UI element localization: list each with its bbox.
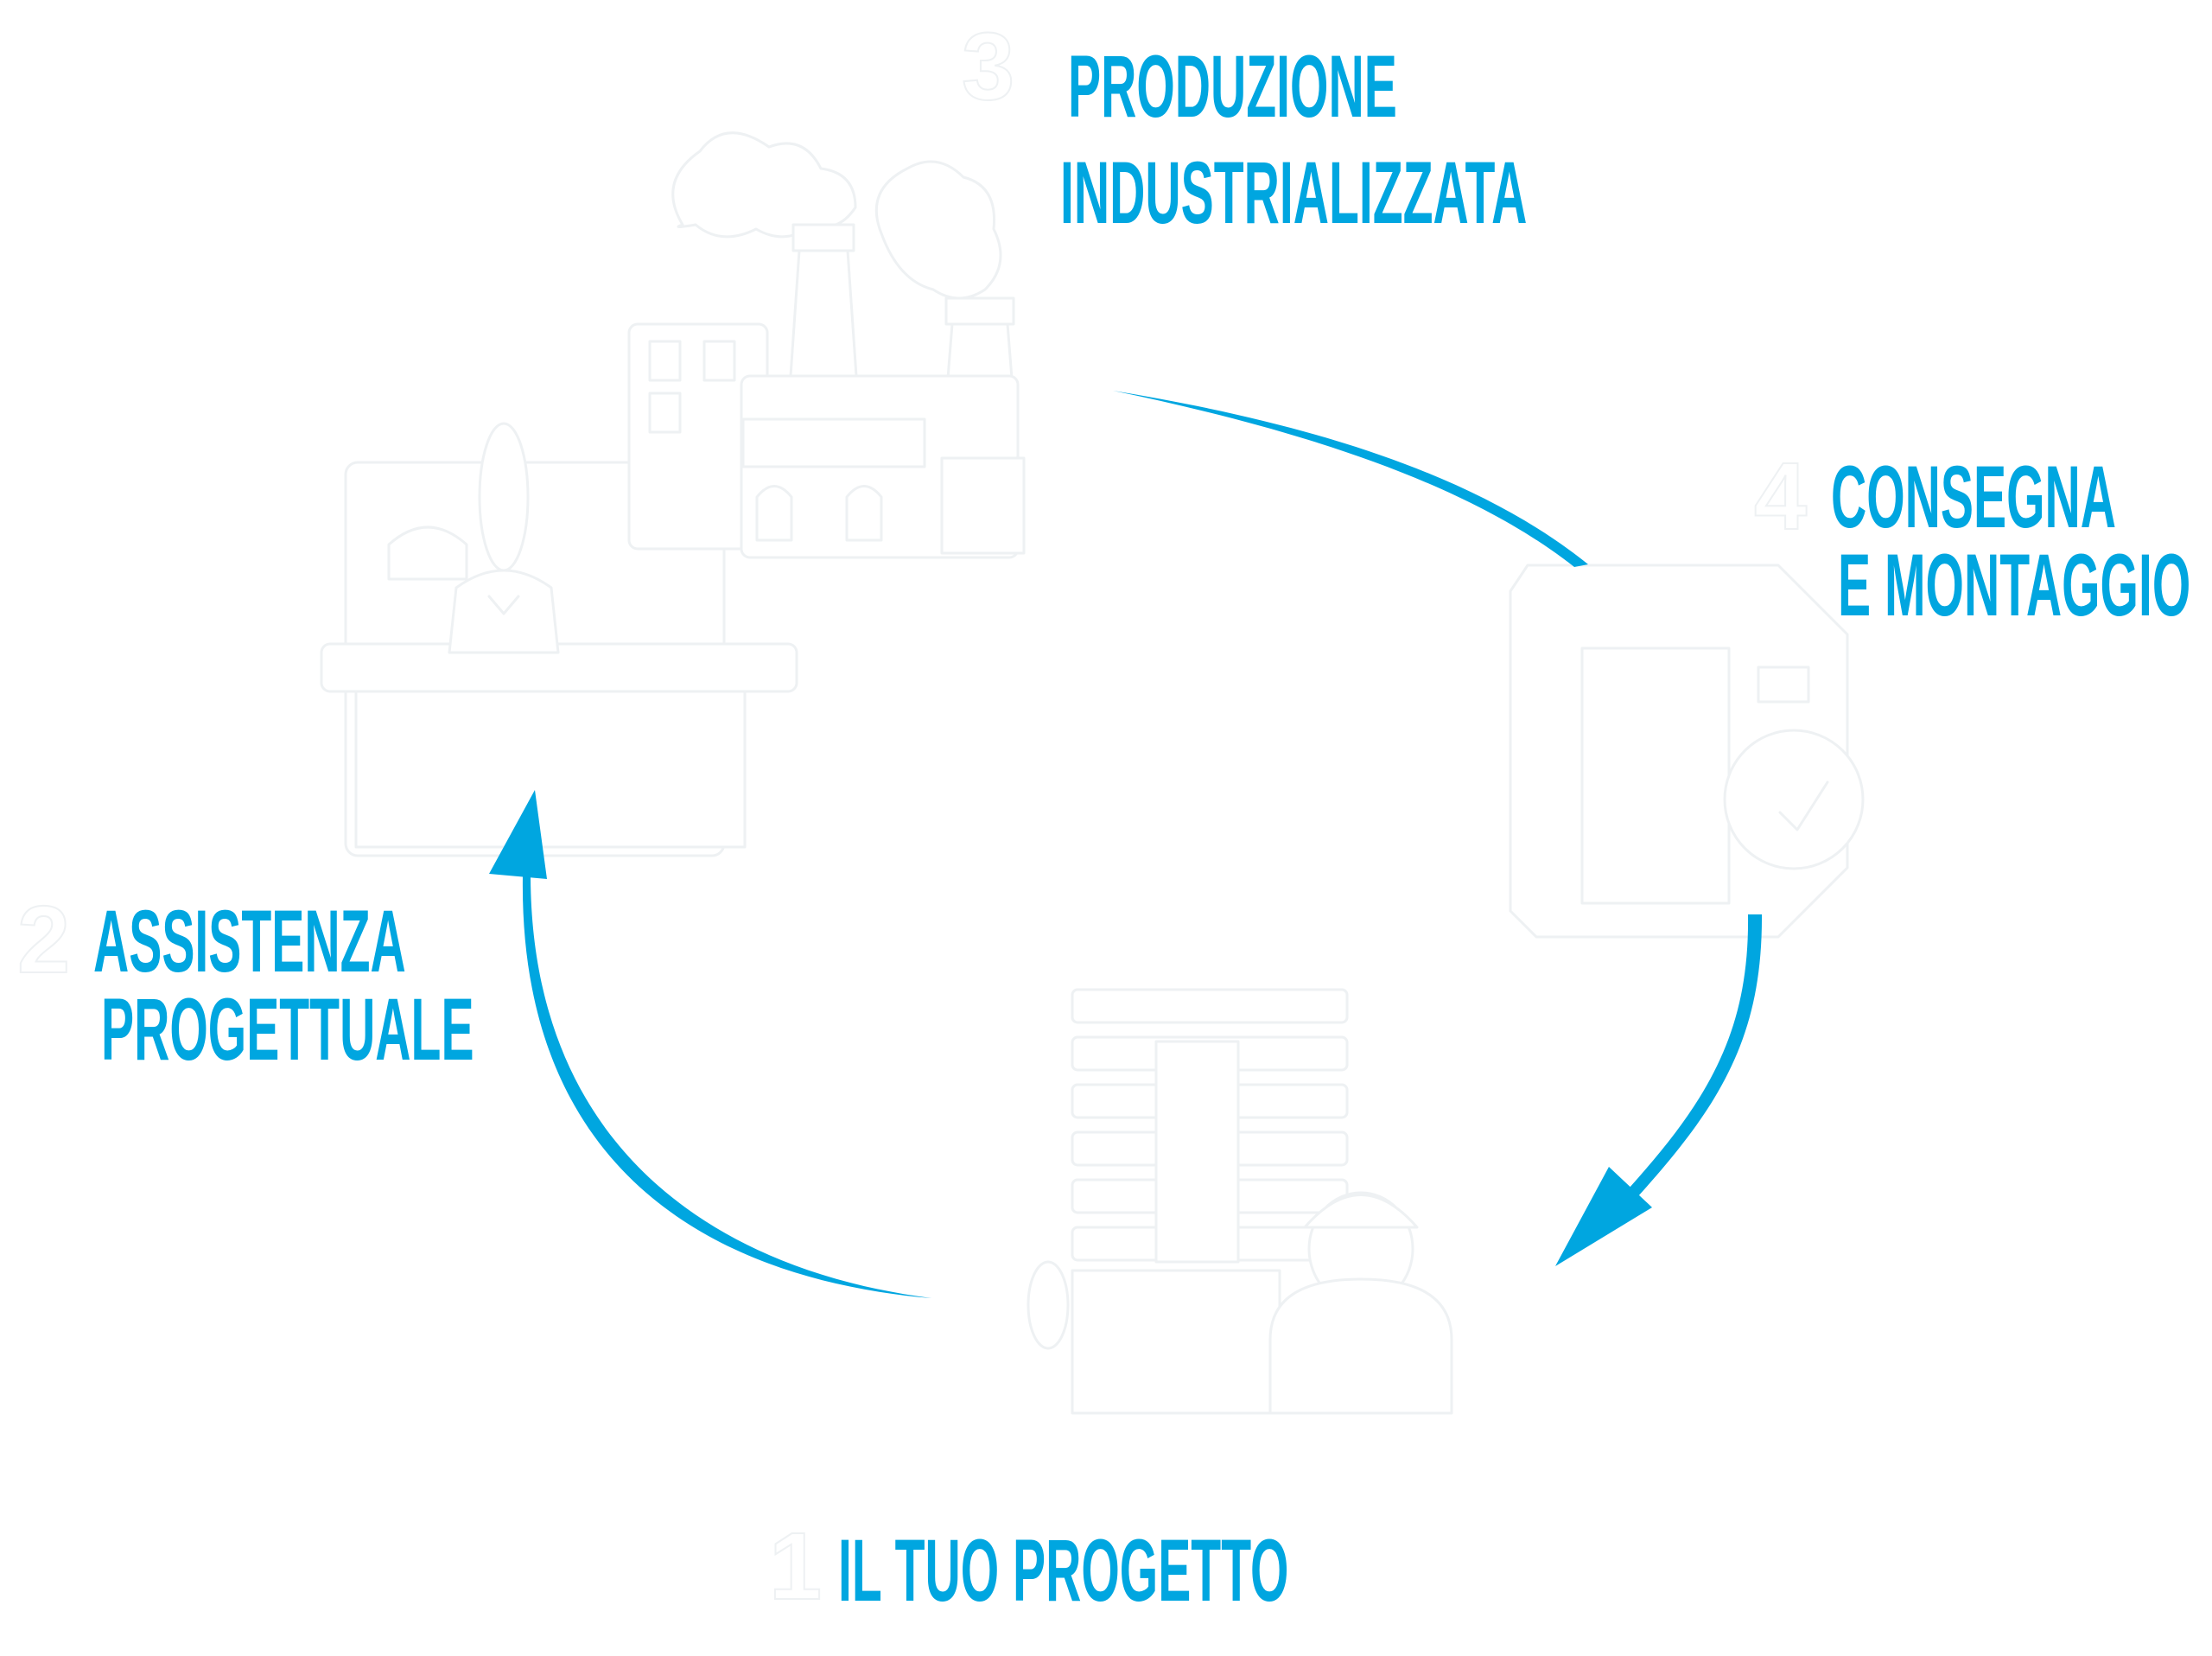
factory-right-block	[940, 456, 1026, 555]
factory-window	[648, 392, 682, 434]
factory-icon: 3	[627, 13, 1026, 559]
tree-icon	[1027, 1260, 1070, 1350]
chimney-left-cap	[791, 223, 855, 252]
chimney-left	[789, 249, 858, 378]
house-window	[1757, 666, 1810, 704]
house-door	[1580, 646, 1731, 905]
label-line: IL TUO PROGETTO	[838, 1520, 1288, 1620]
worker-helmet	[1303, 1194, 1419, 1229]
worker-body	[1268, 1277, 1453, 1415]
arrow-body	[522, 876, 931, 1298]
desk-front	[354, 690, 747, 849]
person-head	[478, 422, 530, 572]
arrow-head	[489, 790, 547, 879]
step-label-4-line2: E MONTAGGIO	[1838, 535, 2190, 634]
check-badge	[1723, 729, 1865, 870]
chimney-right-cap	[944, 296, 1015, 326]
arrow-1-to-2	[489, 790, 931, 1298]
arrow-4-to-1	[1555, 914, 1763, 1266]
step-label-2: ASSISTENZA	[93, 891, 406, 990]
person-tie	[487, 595, 520, 615]
step-number-1: 1	[769, 1513, 822, 1620]
monitor-figure	[387, 525, 468, 581]
factory-door	[755, 485, 793, 542]
check-mark	[1778, 780, 1829, 831]
factory-sign	[741, 417, 926, 468]
label-line: E MONTAGGIO	[1838, 535, 2190, 634]
building-base	[1071, 1269, 1281, 1415]
factory-door	[845, 485, 883, 542]
factory-window	[702, 340, 736, 382]
arrow-body	[1629, 914, 1763, 1197]
factory-window	[648, 340, 682, 382]
step-label-3: PRODUZIONE	[1068, 36, 1397, 136]
step-label-3-line2: INDUSTRIALIZZATA	[1060, 143, 1527, 242]
person-torso	[448, 569, 560, 654]
smoke-cloud-right	[874, 160, 1002, 300]
smoke-cloud-left	[671, 131, 857, 239]
arrow-3-to-4	[1113, 391, 1588, 567]
label-line: CONSEGNA	[1831, 447, 2116, 546]
step-label-2-line2: PROGETTUALE	[101, 979, 474, 1079]
arrow-body	[1113, 391, 1588, 567]
step-number-3: 3	[962, 14, 1014, 120]
building-core	[1154, 1040, 1240, 1264]
designer-at-computer-icon	[320, 422, 798, 857]
label-line: INDUSTRIALIZZATA	[1060, 143, 1527, 242]
label-line: PRODUZIONE	[1068, 36, 1397, 136]
label-line: PROGETTUALE	[101, 979, 474, 1079]
step-label-4: CONSEGNA	[1831, 447, 2116, 546]
step-number-4: 4	[1754, 443, 1807, 550]
house-delivered-check-icon: 4	[1509, 443, 1865, 939]
building-floor	[1071, 988, 1349, 1024]
building-and-worker-icon: 1	[768, 988, 1453, 1621]
step-number-2: 2	[17, 887, 70, 993]
arrow-head	[1555, 1167, 1652, 1266]
step-label-1: IL TUO PROGETTO	[838, 1520, 1288, 1620]
label-line: ASSISTENZA	[93, 891, 406, 990]
